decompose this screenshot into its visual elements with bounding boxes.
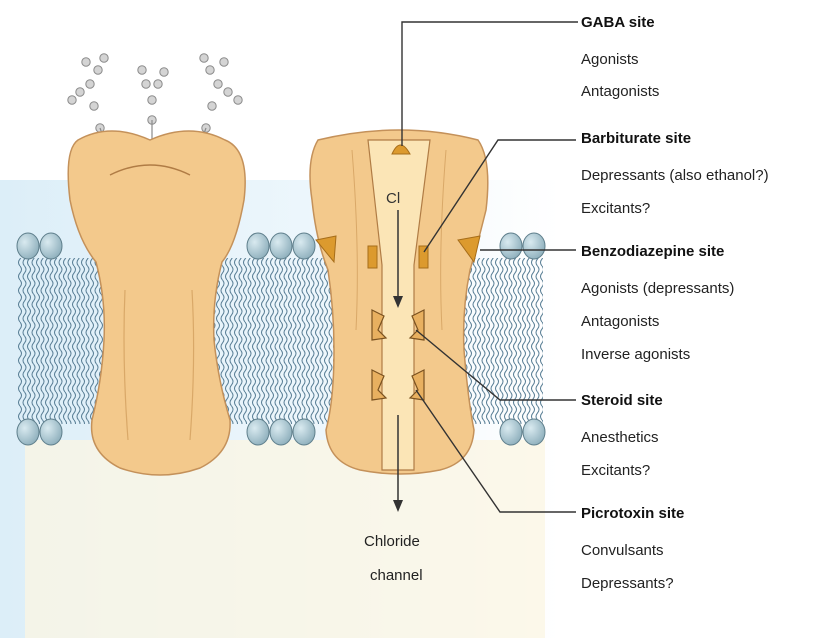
- lipid-head: [523, 419, 545, 445]
- lipid-head: [40, 233, 62, 259]
- background-cream-panel: [25, 440, 545, 638]
- lipid-head: [17, 233, 39, 259]
- glycan-bead: [90, 102, 98, 110]
- lipid-head: [247, 419, 269, 445]
- chloride-ion-label: Cl: [386, 190, 400, 207]
- lipid-head: [270, 419, 292, 445]
- chloride-channel-label-line1: Chloride: [364, 533, 420, 550]
- lipid-head: [270, 233, 292, 259]
- glycan-bead: [234, 96, 242, 104]
- glycan-bead: [224, 88, 232, 96]
- glycan-bead: [138, 66, 146, 74]
- glycan-bead: [76, 88, 84, 96]
- gaba-site-title: GABA site: [581, 14, 655, 31]
- benzodiazepine-site-item-3: Inverse agonists: [581, 346, 690, 363]
- picrotoxin-site-item-2: Depressants?: [581, 575, 674, 592]
- barbiturate-site-item-1: Depressants (also ethanol?): [581, 167, 769, 184]
- lipid-head: [40, 419, 62, 445]
- glycan-bead: [160, 68, 168, 76]
- glycan-bead: [220, 58, 228, 66]
- glycan-bead: [94, 66, 102, 74]
- picrotoxin-site-title: Picrotoxin site: [581, 505, 684, 522]
- gaba-site-item-1: Agonists: [581, 51, 639, 68]
- glycan-bead: [86, 80, 94, 88]
- glycan-bead: [154, 80, 162, 88]
- gaba-site-item-2: Antagonists: [581, 83, 659, 100]
- glycan-bead: [208, 102, 216, 110]
- glycan-bead: [142, 80, 150, 88]
- benzodiazepine-site-title: Benzodiazepine site: [581, 243, 724, 260]
- glycan-bead: [214, 80, 222, 88]
- benzodiazepine-site-marker-right: [419, 246, 428, 268]
- glycan-bead: [200, 54, 208, 62]
- lipid-head: [293, 419, 315, 445]
- lipid-head: [293, 233, 315, 259]
- glycan-bead: [68, 96, 76, 104]
- benzodiazepine-site-marker-left: [368, 246, 377, 268]
- steroid-site-title: Steroid site: [581, 392, 663, 409]
- lipid-head: [17, 419, 39, 445]
- barbiturate-site-item-2: Excitants?: [581, 200, 650, 217]
- steroid-site-item-1: Anesthetics: [581, 429, 659, 446]
- benzodiazepine-site-item-2: Antagonists: [581, 313, 659, 330]
- picrotoxin-site-item-1: Convulsants: [581, 542, 664, 559]
- glycan-bead: [148, 96, 156, 104]
- glycan-bead: [206, 66, 214, 74]
- glycan-bead: [82, 58, 90, 66]
- steroid-site-item-2: Excitants?: [581, 462, 650, 479]
- lipid-head: [500, 233, 522, 259]
- lipid-head: [523, 233, 545, 259]
- lipid-head: [247, 233, 269, 259]
- barbiturate-site-title: Barbiturate site: [581, 130, 691, 147]
- chloride-channel-label-line2: channel: [370, 567, 423, 584]
- lipid-head: [500, 419, 522, 445]
- glycan-bead: [100, 54, 108, 62]
- benzodiazepine-site-item-1: Agonists (depressants): [581, 280, 734, 297]
